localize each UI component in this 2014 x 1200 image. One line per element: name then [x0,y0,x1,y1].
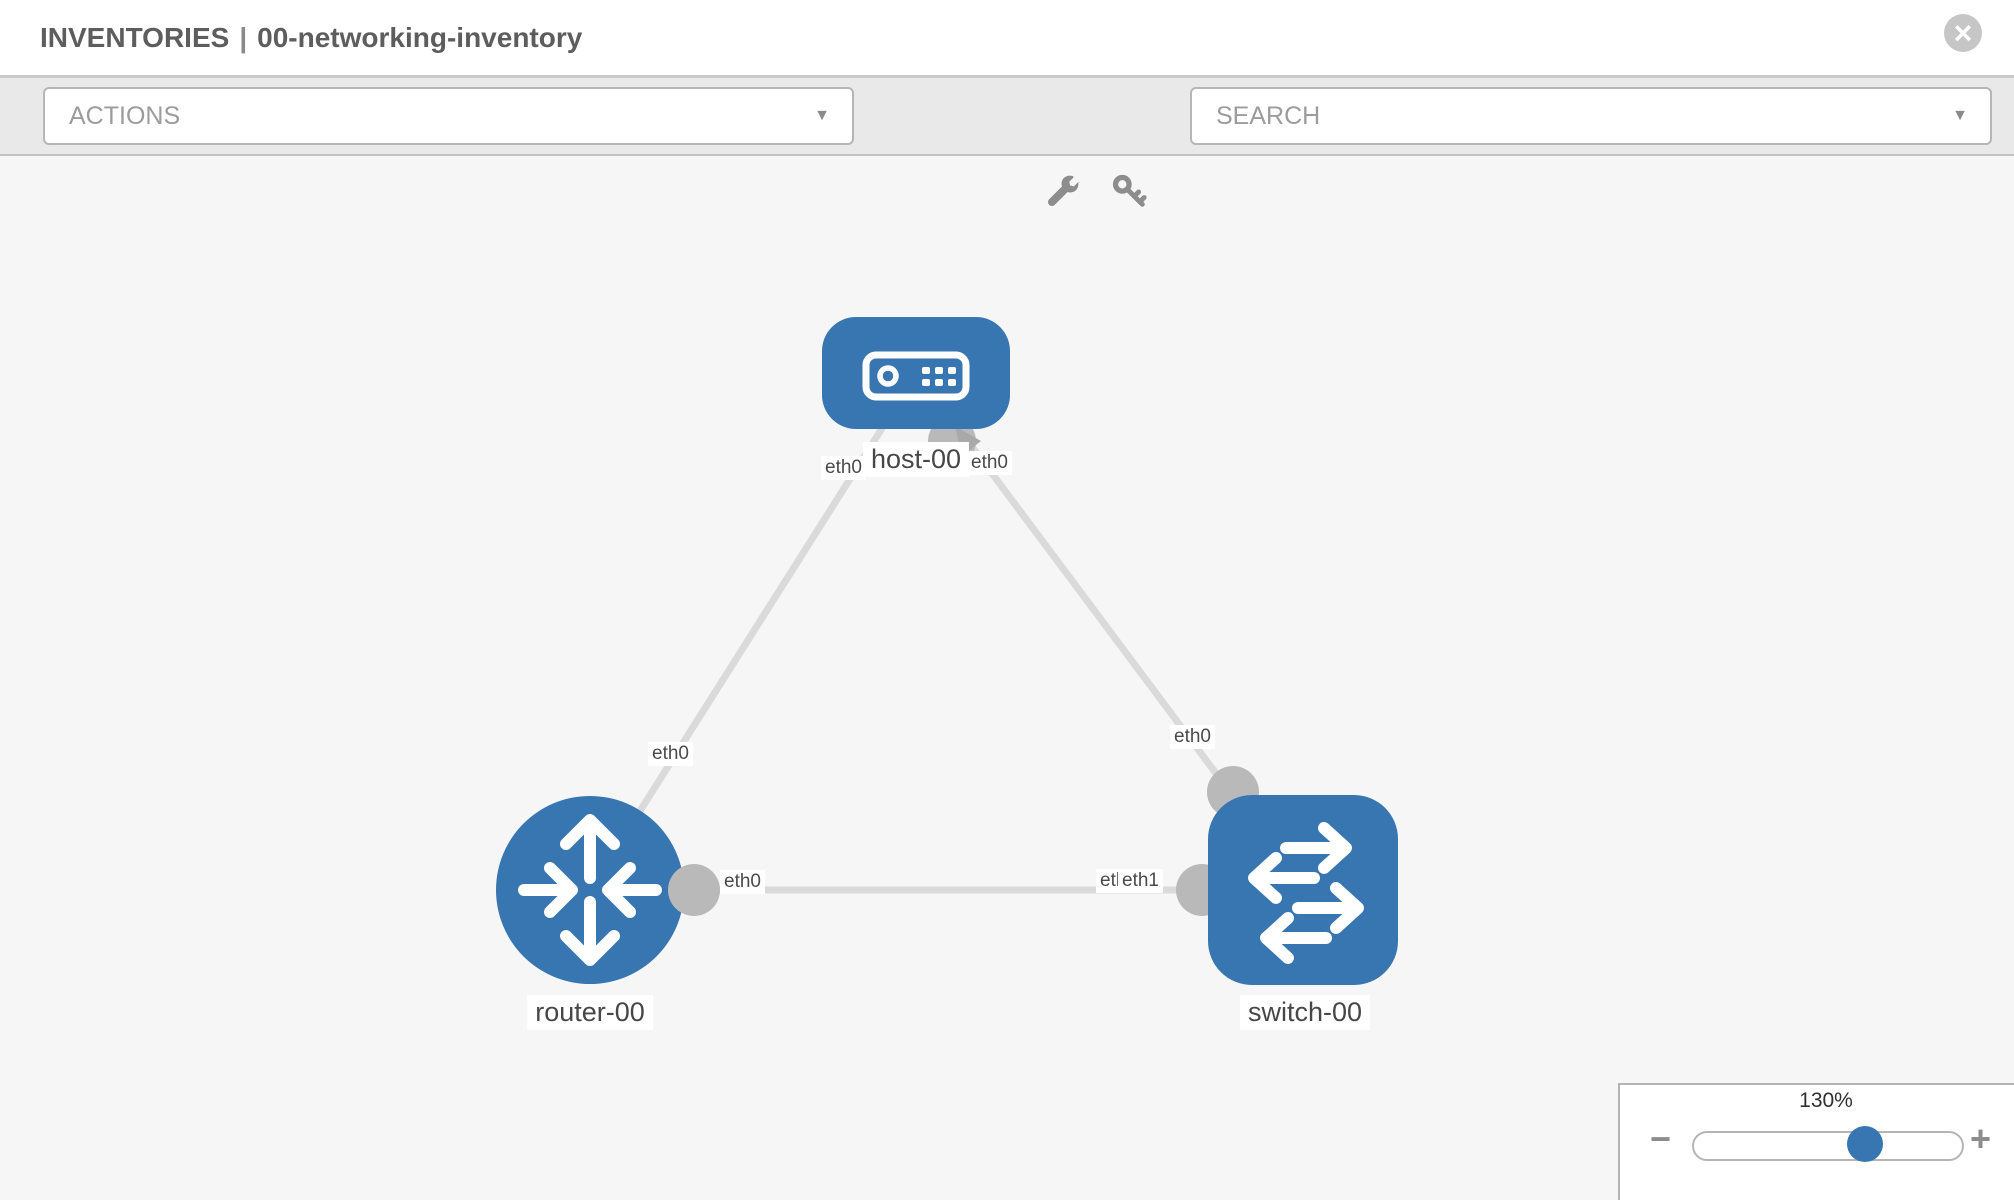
host-icon [862,351,970,401]
key-icon [1112,174,1147,207]
actions-dropdown[interactable]: ACTIONS ▼ [43,87,854,145]
breadcrumb-separator: | [239,21,248,53]
chevron-down-icon: ▼ [1952,107,1968,124]
search-dropdown[interactable]: SEARCH ▼ [1190,87,1992,145]
iface-label: eth0 [967,451,1012,475]
node-label-router: router-00 [527,995,653,1030]
connector-router-right [668,864,720,916]
header-bar: INVENTORIES | 00-networking-inventory × [0,0,2014,78]
close-button[interactable]: × [1944,14,1982,52]
zoom-slider-thumb[interactable] [1847,1126,1883,1162]
iface-label: eth0 [821,456,866,480]
zoom-in-button[interactable]: + [1970,1118,1992,1159]
zoom-out-button[interactable]: − [1650,1118,1672,1159]
close-icon: × [1953,15,1973,51]
zoom-level-value: 130% [1799,1089,1853,1112]
iface-label-overlap: eth0 eth1 [1096,869,1186,895]
node-label-host: host-00 [862,442,970,477]
node-switch[interactable] [1208,795,1398,985]
iface-label: eth0 [720,870,765,894]
router-icon [518,814,662,966]
node-router[interactable] [496,796,684,984]
node-label-switch: switch-00 [1239,995,1371,1030]
zoom-slider-track[interactable] [1692,1131,1964,1161]
breadcrumb-inventory-name: 00-networking-inventory [257,21,583,53]
iface-label: eth0 [648,742,693,766]
tools-button[interactable] [1046,175,1082,216]
key-button[interactable] [1110,172,1150,217]
iface-label: eth1 [1118,869,1163,893]
iface-label: eth0 [1170,725,1215,749]
page-title: INVENTORIES | 00-networking-inventory [40,22,582,54]
node-host[interactable] [822,317,1010,429]
wrench-icon [1048,175,1080,206]
actions-dropdown-label: ACTIONS [69,101,181,130]
breadcrumb-section: INVENTORIES [40,21,230,53]
switch-icon [1248,822,1364,964]
search-dropdown-label: SEARCH [1216,101,1321,130]
toolbar: ACTIONS ▼ SEARCH ▼ [0,78,2014,207]
zoom-panel: 130% − + [1618,1083,2014,1200]
chevron-down-icon: ▼ [814,107,830,124]
